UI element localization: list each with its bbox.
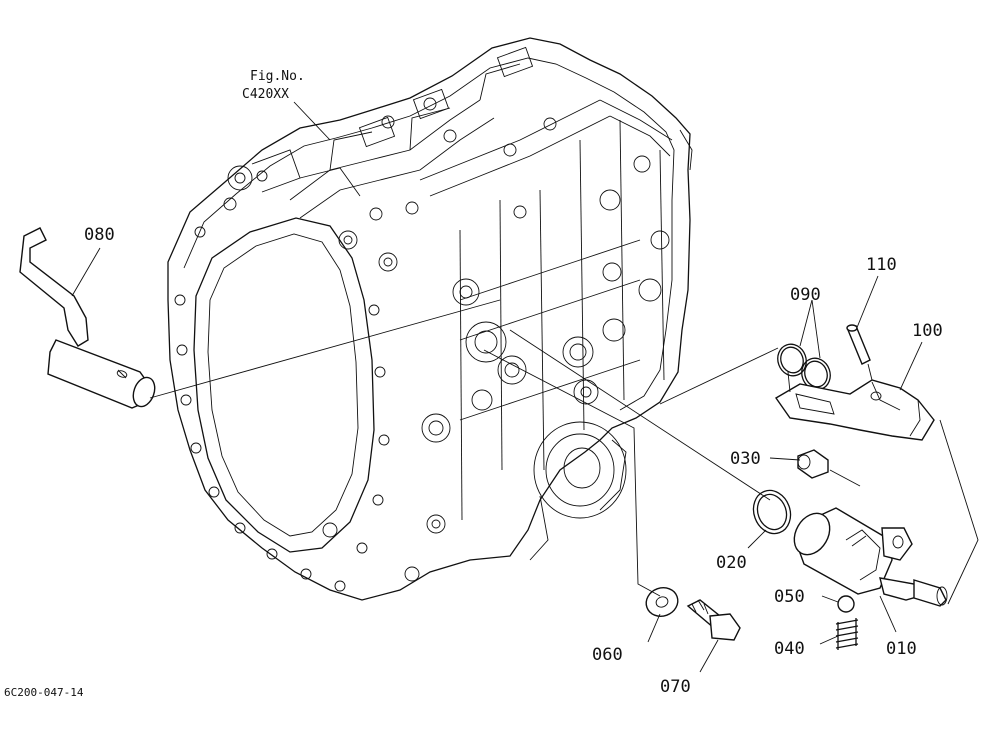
label-010: 010	[886, 639, 917, 659]
spring-040	[835, 618, 859, 650]
bolt-070	[686, 599, 741, 641]
label-020: 020	[716, 553, 747, 573]
pin-110	[846, 324, 871, 365]
washer-060	[645, 587, 679, 617]
shift-lever-080	[19, 227, 501, 409]
label-060: 060	[592, 645, 623, 665]
label-100: 100	[912, 321, 943, 341]
transmission-case	[167, 37, 693, 601]
label-090: 090	[790, 285, 821, 305]
drawing-id: 6C200-047-14	[4, 686, 84, 699]
label-080: 080	[84, 225, 115, 245]
label-050: 050	[774, 587, 805, 607]
plug-030	[797, 449, 829, 479]
ball-050	[837, 595, 855, 613]
assembly-guide-lines	[483, 329, 979, 605]
label-070: 070	[660, 677, 691, 697]
fig-ref-leader	[293, 101, 331, 141]
shift-fork-100	[774, 379, 935, 441]
fig-ref-line1: Fig.No.	[250, 69, 305, 84]
label-030: 030	[730, 449, 761, 469]
label-040: 040	[774, 639, 805, 659]
o-ring-020	[752, 489, 792, 535]
shift-shaft-010	[793, 507, 948, 607]
leader-lines	[71, 247, 923, 673]
label-110: 110	[866, 255, 897, 275]
fig-ref-line2: C420XX	[242, 87, 289, 102]
